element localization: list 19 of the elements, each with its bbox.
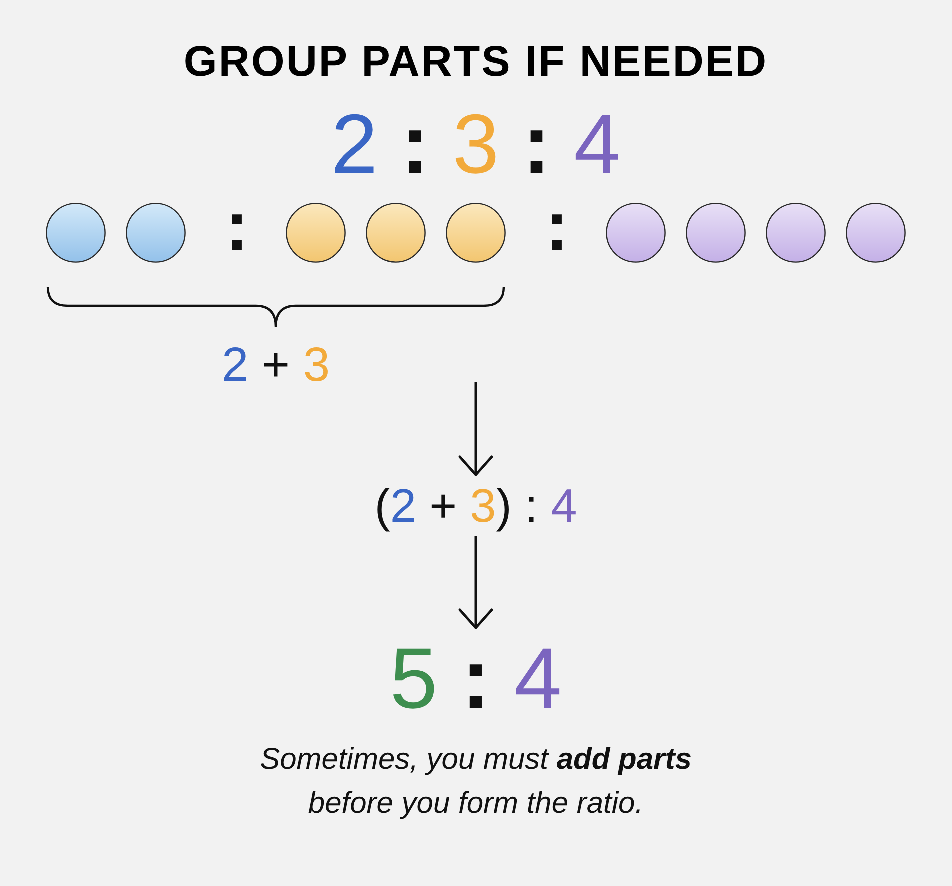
part-circle (446, 203, 506, 263)
part-circle (686, 203, 746, 263)
grouped-ratio-expression: (2 + 3) : 4 (374, 475, 578, 536)
part-circle (606, 203, 666, 263)
ratio-colon: : (225, 191, 249, 261)
sum-expression: 2 + 3 (222, 342, 330, 390)
part-circle (846, 203, 906, 263)
simplified-ratio-expression: 5 : 4 (390, 628, 562, 732)
part-circle (286, 203, 346, 263)
part-circle (366, 203, 426, 263)
caption-text: Sometimes, you must add parts before you form the ratio. (259, 742, 693, 822)
part-circle (46, 203, 106, 263)
ratio-colon: : (545, 191, 569, 261)
diagram-title: GROUP PARTS IF NEEDED (184, 41, 768, 84)
part-circle (766, 203, 826, 263)
arrow (458, 536, 494, 630)
ratio-expression: 2 : 3 : 4 (331, 102, 621, 186)
arrow (458, 382, 494, 476)
part-circle (126, 203, 186, 263)
